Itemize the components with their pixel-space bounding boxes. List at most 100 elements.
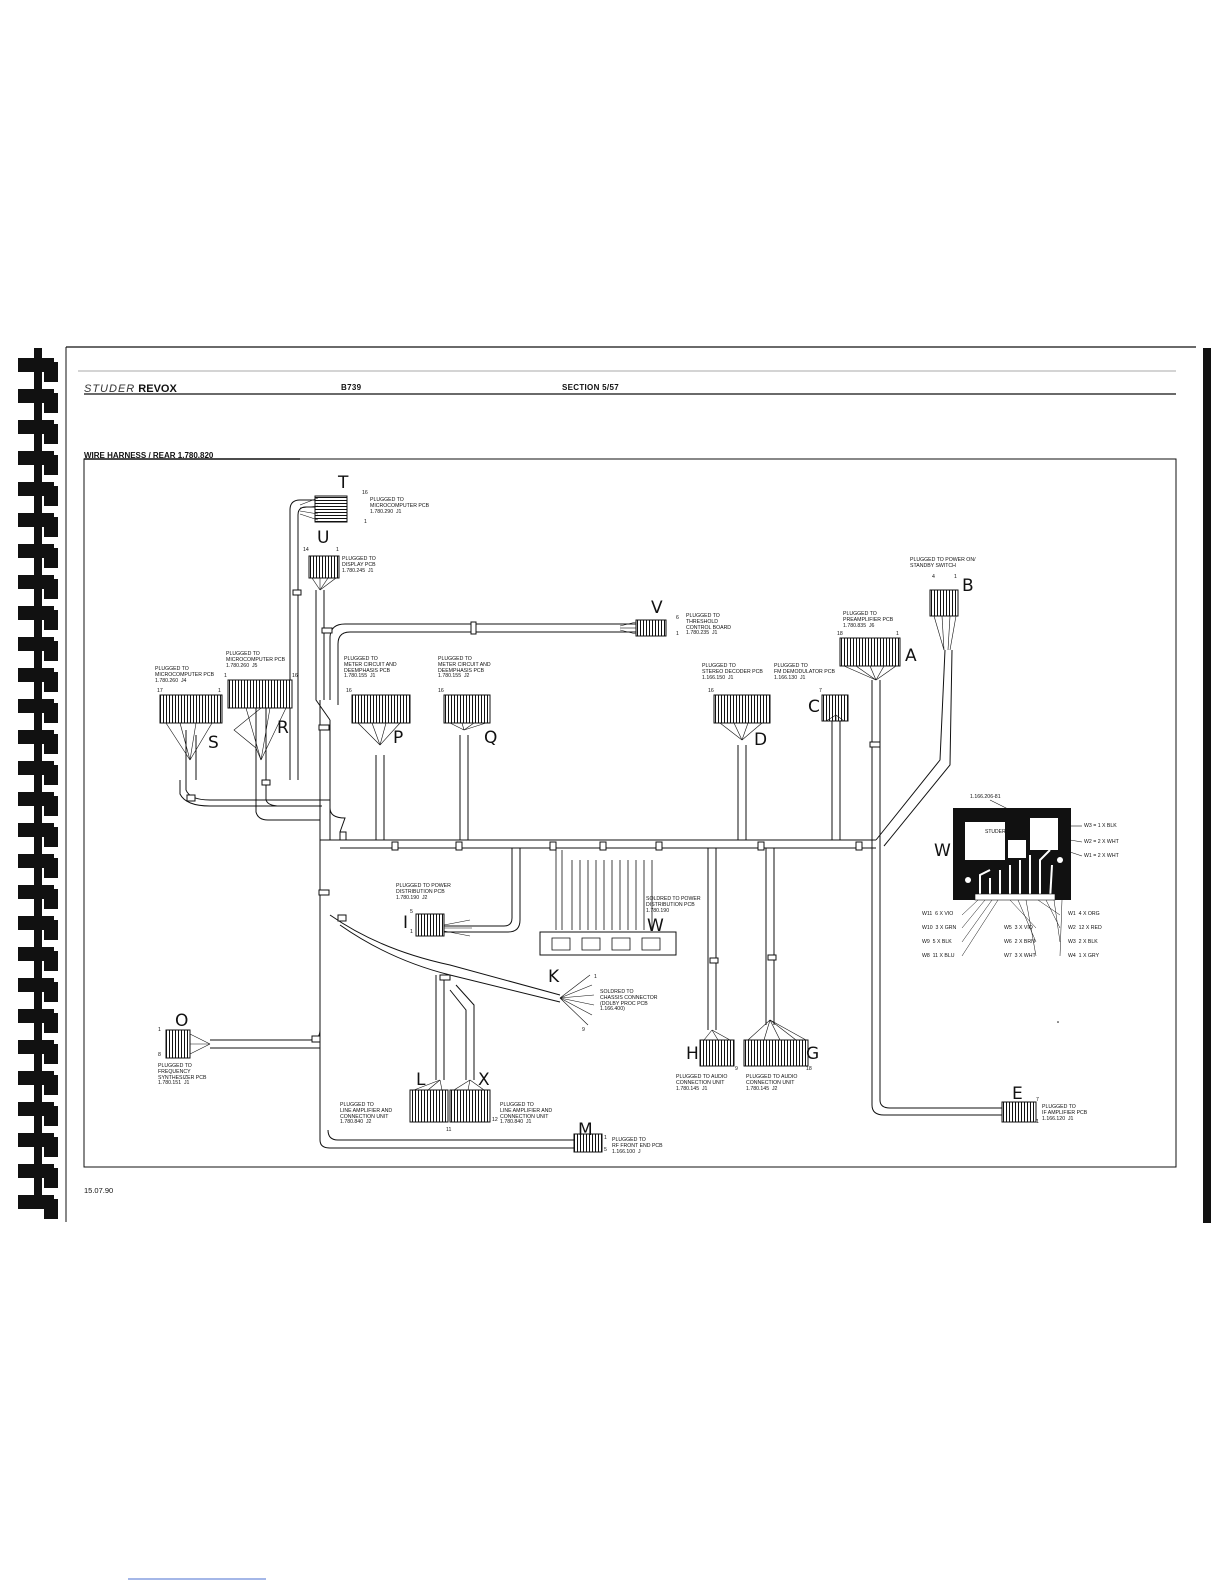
- cable-ties: [186, 589, 881, 1043]
- comb-tooth-tail: [44, 1013, 58, 1033]
- pin-t-bottom: 1: [364, 519, 367, 525]
- connector-g: [743, 1039, 809, 1067]
- w-wire-right-0: W3 = 1 x blk: [1084, 823, 1117, 829]
- pin-s-left: 17: [157, 688, 163, 694]
- connector-h: [699, 1039, 735, 1067]
- connector-label-k: SOLDRED TO CHASSIS CONNECTOR (DOLBY PROC…: [600, 989, 658, 1013]
- connector-m: [573, 1133, 603, 1153]
- w-wire-bl-3: W8 11 x blu: [922, 953, 955, 959]
- connector-letter-o: O: [175, 1011, 189, 1031]
- comb-tooth-tail: [44, 455, 58, 475]
- pin-e-top: 7: [1036, 1097, 1039, 1103]
- connector-letter-t: T: [338, 473, 349, 493]
- connector-label-t: PLUGGED TO MICROCOMPUTER PCB 1.780.290 J…: [370, 497, 430, 515]
- connector-letter-c: C: [808, 697, 820, 717]
- pin-m-bottom: 5: [604, 1147, 607, 1153]
- comb-tooth-tail: [44, 858, 58, 878]
- connector-label-a: PLUGGED TO PREAMPLIFIER PCB 1.780.835 J6: [843, 611, 894, 629]
- diagram-frame: [83, 458, 1177, 1168]
- w-wire-bm-0: W5 3 x vio: [1004, 925, 1033, 931]
- connector-s: [159, 694, 223, 724]
- comb-tooth-tail: [44, 1075, 58, 1095]
- connector-letter-a: A: [905, 646, 917, 666]
- connector-a: [839, 637, 901, 667]
- brand-revox: REVOX: [138, 383, 177, 395]
- connector-label-w-soldered: SOLDRED TO POWER DISTRIBUTION PCB 1.780.…: [646, 896, 701, 914]
- pin-b-right: 1: [954, 574, 957, 580]
- comb-tooth-tail: [44, 889, 58, 909]
- connector-letter-v: V: [651, 598, 663, 618]
- pin-v-bottom: 1: [676, 631, 679, 637]
- pin-d-left: 16: [708, 688, 714, 694]
- connector-d: [713, 694, 771, 724]
- comb-tooth-tail: [44, 827, 58, 847]
- connector-letter-l: L: [416, 1070, 426, 1090]
- w-wire-br-2: W3 2 x blk: [1068, 939, 1098, 945]
- pin-o-bottom: 8: [158, 1052, 161, 1058]
- connector-label-e: PLUGGED TO IF AMPLIFIER PCB 1.166.120 J1: [1042, 1104, 1088, 1122]
- w-wire-br-3: W4 1 x gry: [1068, 953, 1100, 959]
- comb-tooth-tail: [44, 579, 58, 599]
- model-number: B739: [341, 383, 362, 392]
- connector-label-o: PLUGGED TO FREQUENCY SYNTHESIZER PCB 1.7…: [158, 1063, 207, 1087]
- pin-v-top: 6: [676, 615, 679, 621]
- connector-label-x: PLUGGED TO LINE AMPLIFIER AND CONNECTION…: [500, 1102, 553, 1126]
- connector-letter-s: S: [208, 733, 219, 753]
- connector-letter-m: M: [578, 1120, 593, 1140]
- connector-letter-b: B: [962, 576, 974, 596]
- footer-date: 15.07.90: [84, 1186, 114, 1195]
- pin-q-left: 16: [438, 688, 444, 694]
- connector-i: [415, 913, 445, 937]
- figure-title: WIRE HARNESS / REAR 1.780.820: [84, 451, 214, 460]
- pin-r-right: 16: [292, 673, 298, 679]
- connector-b: [929, 589, 959, 617]
- connector-label-d: PLUGGED TO STEREO DECODER PCB 1.166.150 …: [702, 663, 763, 681]
- connector-label-p: PLUGGED TO METER CIRCUIT AND DEEMPHASIS …: [344, 656, 397, 680]
- w-wire-bl-1: W10 3 x grn: [922, 925, 957, 931]
- pin-r-left: 1: [224, 673, 227, 679]
- pin-a-right: 1: [896, 631, 899, 637]
- comb-tooth-tail: [44, 548, 58, 568]
- connector-v: [635, 619, 667, 637]
- connector-letter-h: H: [686, 1044, 699, 1064]
- comb-tooth-tail: [44, 672, 58, 692]
- w-wire-bm-1: W6 2 x brn: [1004, 939, 1035, 945]
- connector-letter-g: G: [806, 1044, 820, 1064]
- connector-label-b: PLUGGED TO POWER ON/ STANDBY SWITCH: [910, 557, 976, 569]
- connector-o: [165, 1029, 191, 1059]
- w-wire-br-0: W1 4 x org: [1068, 911, 1100, 917]
- comb-tooth-tail: [44, 486, 58, 506]
- pin-u-bottom: 1: [336, 547, 339, 553]
- pin-k-bottom: 9: [582, 1027, 585, 1033]
- connector-letter-p: P: [393, 728, 404, 748]
- w-board-letter: W: [934, 841, 951, 861]
- w-wire-br-1: W2 12 x red: [1068, 925, 1102, 931]
- connector-letter-u: U: [317, 528, 330, 548]
- comb-tooth-tail: [44, 920, 58, 940]
- connector-l: [409, 1089, 449, 1123]
- comb-tooth-tail: [44, 1137, 58, 1157]
- comb-tooth-tail: [44, 796, 58, 816]
- brand-logo: STUDER REVOX: [84, 383, 177, 395]
- comb-tooth-tail: [44, 517, 58, 537]
- pin-u-top: 14: [303, 547, 309, 553]
- connector-p: [351, 694, 411, 724]
- comb-tooth-tail: [44, 703, 58, 723]
- pin-o-top: 1: [158, 1027, 161, 1033]
- connector-e: [1001, 1101, 1037, 1123]
- pin-p-left: 16: [346, 688, 352, 694]
- comb-tooth-tail: [44, 1168, 58, 1188]
- connector-label-g: PLUGGED TO AUDIO CONNECTION UNIT 1.780.1…: [746, 1074, 798, 1092]
- pin-l-bottom: 11: [446, 1127, 452, 1133]
- connector-label-c: PLUGGED TO FM DEMODULATOR PCB 1.166.130 …: [774, 663, 835, 681]
- connector-letter-d: D: [754, 730, 768, 750]
- pin-k-top: 1: [594, 974, 597, 980]
- comb-tooth-tail: [44, 362, 58, 382]
- pin-e-bottom: 1: [1036, 1119, 1039, 1125]
- pin-t-top: 16: [362, 490, 368, 496]
- fanout-wires: [165, 497, 957, 1091]
- comb-tooth-tail: [44, 951, 58, 971]
- connector-label-l: PLUGGED TO LINE AMPLIFIER AND CONNECTION…: [340, 1102, 393, 1126]
- w-wire-right-1: W2 = 2 x wht: [1084, 839, 1119, 845]
